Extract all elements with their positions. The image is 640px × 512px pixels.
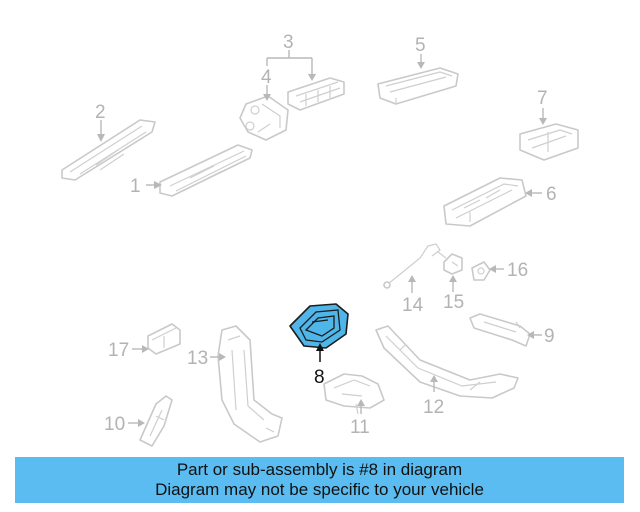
part-13-duct <box>217 325 283 443</box>
banner-line-1: Part or sub-assembly is #8 in diagram <box>176 460 463 479</box>
part-9-bracket <box>469 313 531 347</box>
arrow-10 <box>138 419 145 427</box>
part-8-vent-highlighted <box>289 303 349 349</box>
part-15-sensor <box>437 251 463 275</box>
arrow-17 <box>142 345 149 353</box>
arrow-15 <box>449 275 457 282</box>
part-14-cable <box>383 243 441 289</box>
arrow-13 <box>219 353 226 361</box>
part-1-vent-duct <box>159 144 253 197</box>
callout-2: 2 <box>95 102 106 123</box>
callout-6: 6 <box>546 184 557 205</box>
arrow-11 <box>357 399 365 406</box>
part-10-bracket <box>139 395 173 447</box>
callout-15: 15 <box>443 292 464 313</box>
callout-16: 16 <box>507 260 528 281</box>
callout-13: 13 <box>187 348 208 369</box>
arrow-6 <box>525 189 532 197</box>
part-4-actuator <box>239 95 289 141</box>
arrow-9 <box>527 331 534 339</box>
arrow-16 <box>489 265 496 273</box>
arrow-2 <box>97 134 105 142</box>
part-16-clip <box>471 261 491 281</box>
arrow-5 <box>417 62 425 69</box>
part-17-connector <box>147 323 181 355</box>
arrow-12 <box>430 375 438 382</box>
arrow-8 <box>316 343 324 351</box>
callout-17: 17 <box>108 340 129 361</box>
arrow-3 <box>308 74 316 81</box>
callout-14: 14 <box>402 295 424 316</box>
part-3-vent-assembly <box>287 77 345 111</box>
part-6-vent <box>443 177 527 227</box>
leader-3 <box>266 50 313 76</box>
callout-12: 12 <box>423 397 444 418</box>
callout-3: 3 <box>283 32 294 53</box>
part-12-duct <box>375 325 519 399</box>
part-5-filter <box>377 67 459 105</box>
info-banner: Part or sub-assembly is #8 in diagram Di… <box>15 457 624 503</box>
arrow-1 <box>154 181 162 189</box>
callout-9: 9 <box>544 326 555 347</box>
arrow-4 <box>263 94 271 101</box>
callout-10: 10 <box>104 414 125 435</box>
callout-5: 5 <box>415 35 426 56</box>
part-2-duct <box>61 119 156 181</box>
callout-7: 7 <box>537 88 548 109</box>
callout-8: 8 <box>314 367 325 388</box>
arrow-7 <box>539 118 547 125</box>
callout-4: 4 <box>261 67 272 88</box>
callout-11: 11 <box>350 417 370 438</box>
parts-diagram: 2 1 4 3 5 7 6 <box>61 32 579 447</box>
part-7-vent <box>519 123 579 161</box>
banner-line-2: Diagram may not be specific to your vehi… <box>155 480 484 499</box>
arrow-14 <box>408 275 416 282</box>
part-11-housing <box>323 373 385 415</box>
callout-1: 1 <box>130 176 141 197</box>
